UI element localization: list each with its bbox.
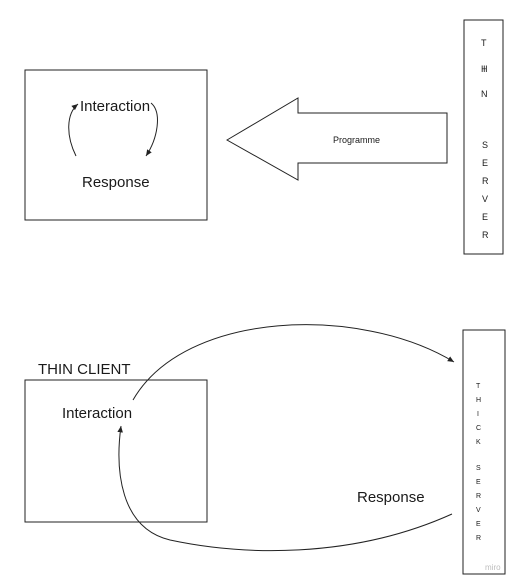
thin-server-letter: R	[482, 230, 489, 240]
thin-server-letter: H	[481, 64, 488, 74]
miro-watermark: miro	[485, 563, 501, 572]
thick-server-letter: K	[476, 439, 481, 446]
thick-server-letter: S	[476, 465, 481, 472]
thin-server-letter: I	[483, 64, 486, 74]
thin-server-box	[463, 19, 504, 255]
top-interaction-label: Interaction	[80, 98, 150, 115]
top-response-label: Response	[82, 174, 150, 191]
top-cycle-arrow-right	[145, 102, 158, 157]
thin-server-letter: E	[482, 212, 488, 222]
top-client-box	[24, 69, 208, 221]
thick-server-letter: V	[476, 507, 481, 514]
thick-server-letter: R	[476, 535, 481, 542]
thin-server-letter: E	[482, 158, 488, 168]
bottom-interaction-label: Interaction	[62, 405, 132, 422]
thick-server-letter: E	[476, 521, 481, 528]
thick-server-letter: T	[476, 383, 481, 390]
thick-server-letter: I	[477, 411, 479, 418]
thick-server-letter: C	[476, 425, 481, 432]
thick-server-letter: E	[476, 479, 481, 486]
thin-server-letter: N	[481, 89, 488, 99]
thick-server-letters: T H I C K S E R V E R	[476, 383, 481, 542]
thin-client-box	[24, 379, 208, 523]
thick-server-letter: H	[476, 397, 481, 404]
top-cycle-arrow-left	[68, 103, 79, 157]
thin-server-letter: V	[482, 194, 488, 204]
server-to-interaction-arrow	[117, 425, 453, 552]
thin-server-letter: R	[482, 176, 489, 186]
thick-server-letter: R	[476, 493, 481, 500]
thin-server-letter: S	[482, 140, 488, 150]
thin-server-letter: T	[481, 38, 487, 48]
thin-server-letters: T H I N S E R V E R	[481, 38, 489, 240]
bottom-response-label: Response	[357, 489, 425, 506]
interaction-to-server-arrow	[132, 324, 455, 401]
thin-client-title: THIN CLIENT	[38, 361, 131, 378]
programme-arrow	[226, 97, 448, 181]
programme-label: Programme	[333, 135, 380, 145]
thick-server-box	[462, 329, 506, 575]
